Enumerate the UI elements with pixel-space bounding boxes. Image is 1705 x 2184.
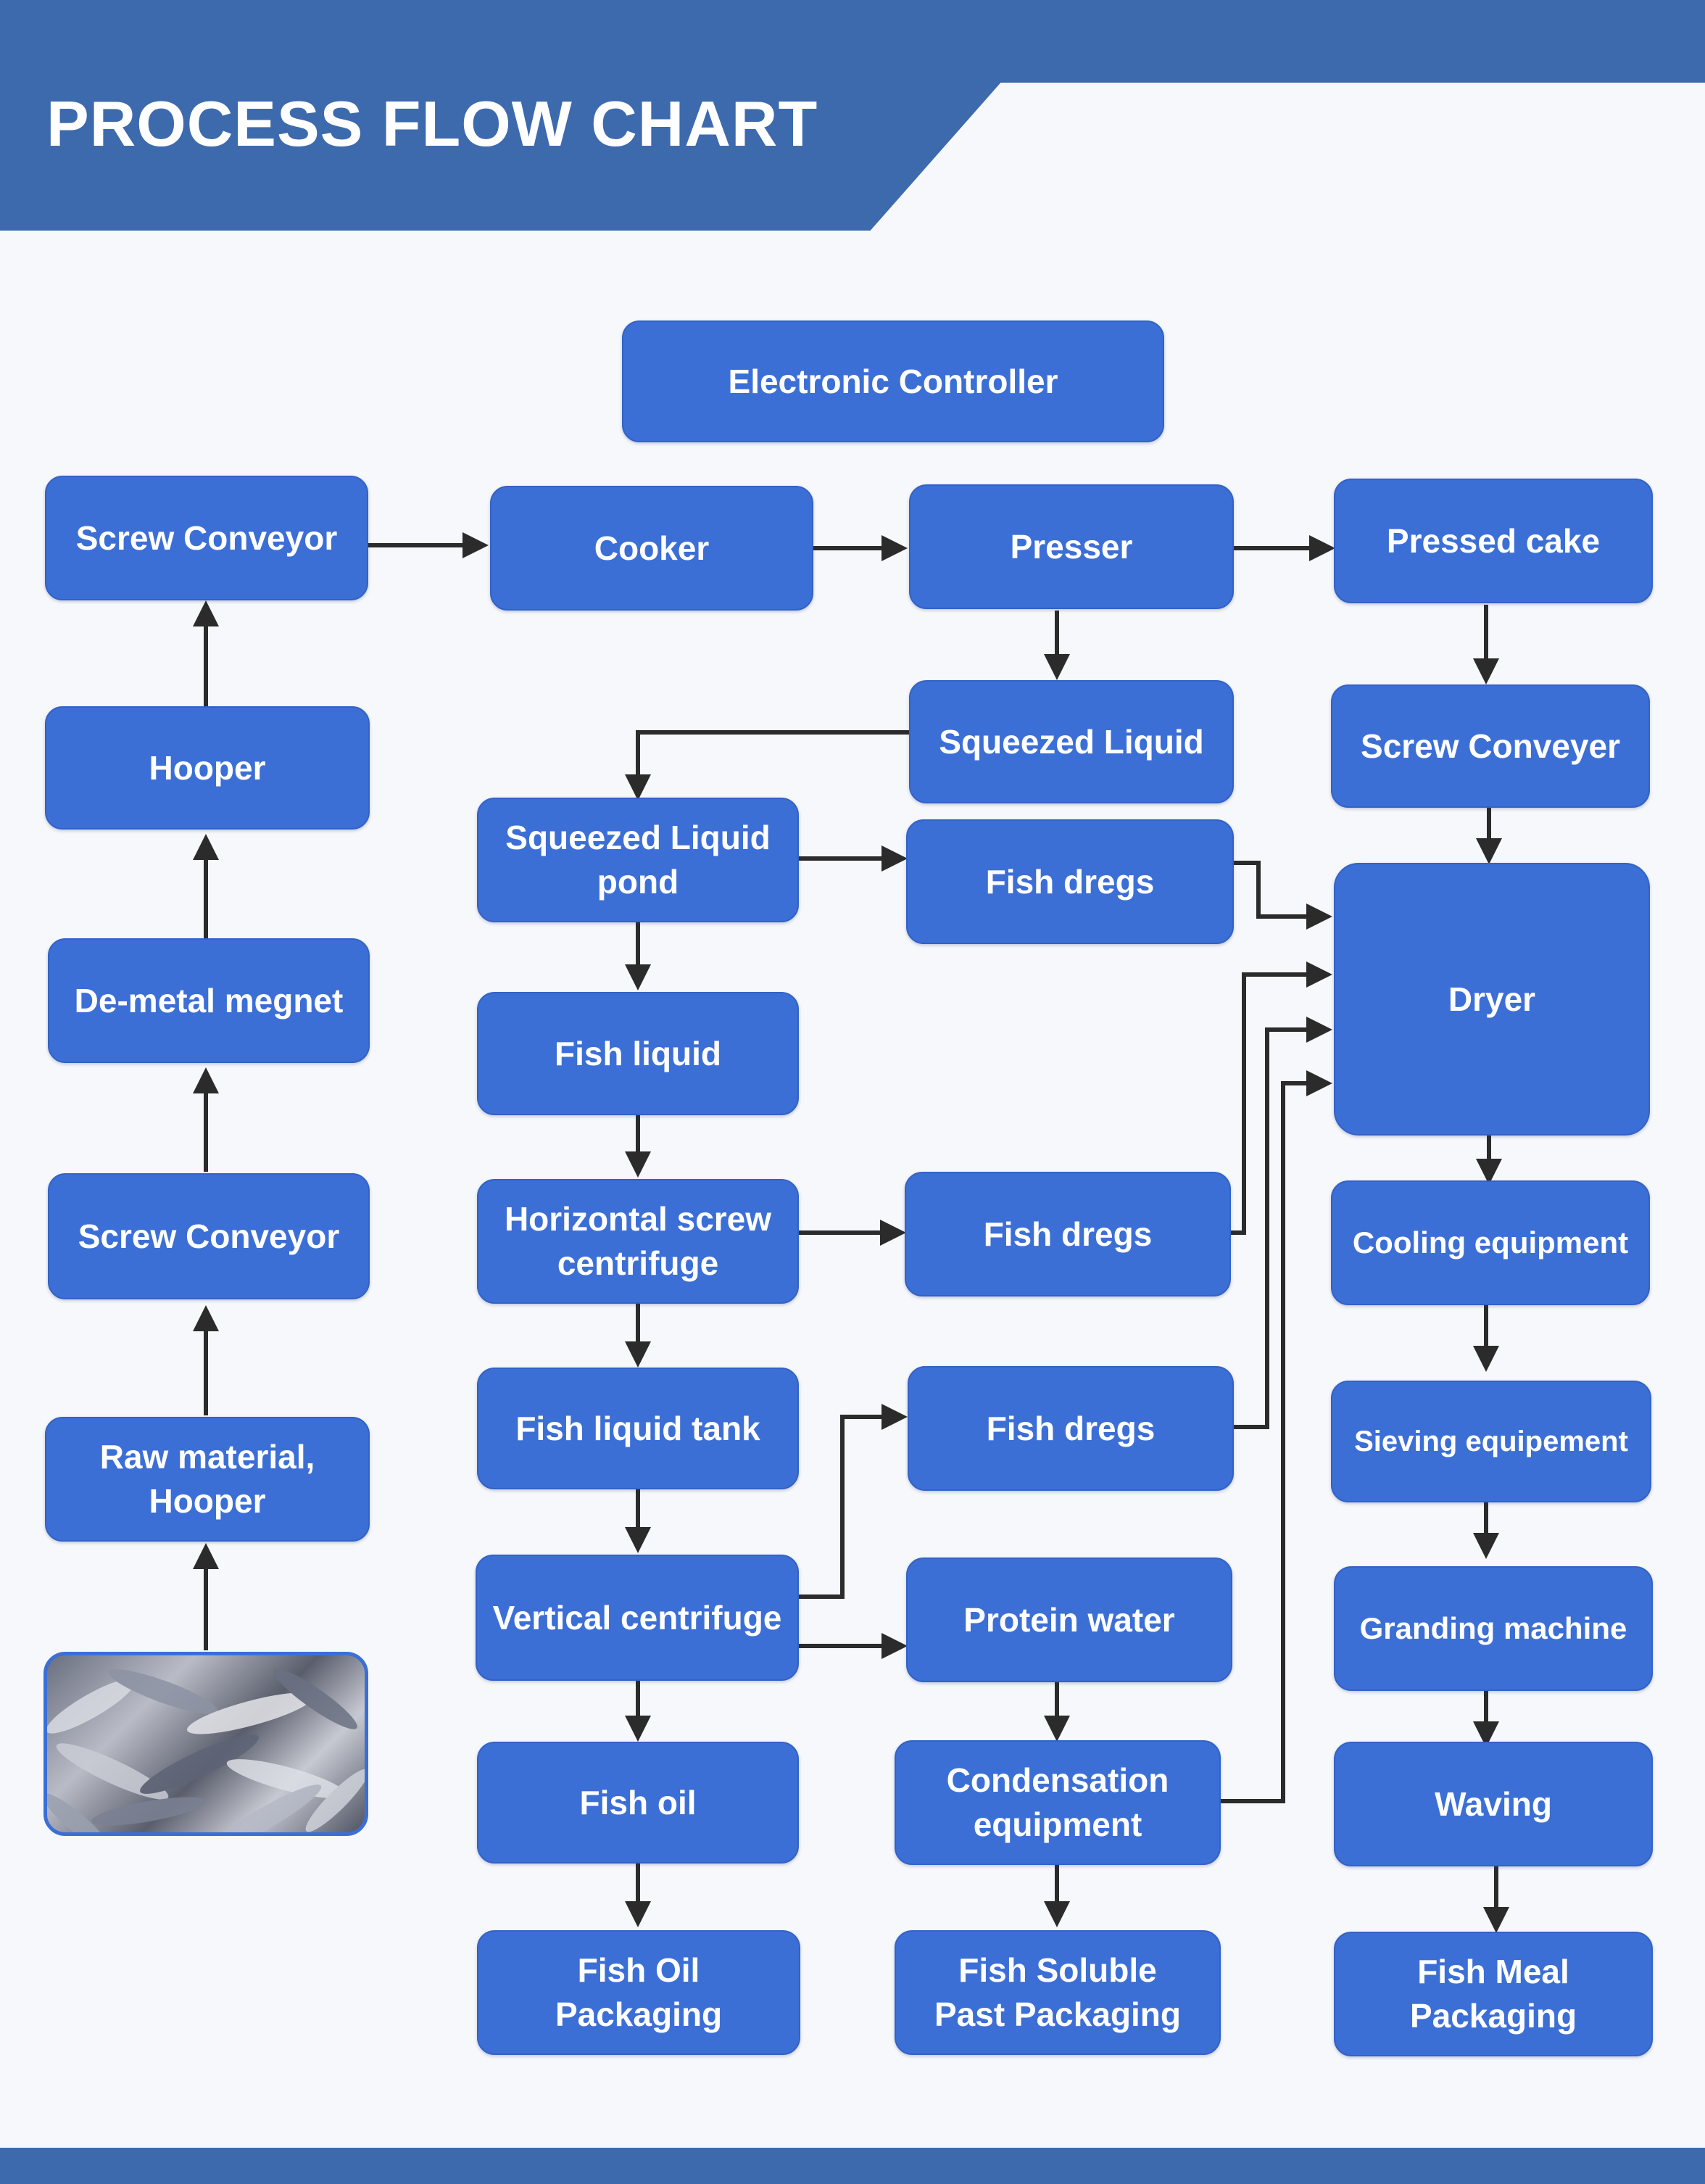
pressed-cake-node: Pressed cake	[1334, 479, 1653, 603]
dryer-node: Dryer	[1334, 863, 1650, 1136]
cooker-node: Cooker	[490, 486, 813, 611]
fish-dregs-node-1: Fish dregs	[906, 819, 1234, 944]
granding-machine-node: Granding machine	[1334, 1566, 1653, 1691]
fish-liquid-tank-node: Fish liquid tank	[477, 1368, 799, 1489]
fish-meal-packaging-node: Fish Meal Packaging	[1334, 1932, 1653, 2056]
hooper-node: Hooper	[45, 706, 370, 830]
cooling-equipment-node: Cooling equipment	[1331, 1180, 1650, 1305]
arrow-fish-dregs-3-to-dryer	[1234, 1017, 1332, 1429]
presser-node: Presser	[909, 484, 1234, 609]
horizontal-screw-centrifuge-node: Horizontal screw centrifuge	[477, 1179, 799, 1304]
fish-liquid-node: Fish liquid	[477, 992, 799, 1115]
raw-material-hooper-node: Raw material, Hooper	[45, 1417, 370, 1542]
de-metal-megnet-node: De-metal megnet	[48, 938, 370, 1063]
footer-bar	[0, 2148, 1705, 2184]
screw-conveyor-node-top: Screw Conveyor	[45, 476, 368, 600]
arrow-fish-dregs-2-to-dryer	[1231, 961, 1332, 1235]
page-title: PROCESS FLOW CHART	[46, 88, 818, 160]
waving-node: Waving	[1334, 1742, 1653, 1866]
condensation-equipment-node: Condensation equipment	[895, 1740, 1221, 1865]
screw-conveyer-node: Screw Conveyer	[1331, 684, 1650, 808]
fish-soluble-past-packaging-node: Fish Soluble Past Packaging	[895, 1930, 1221, 2055]
fish-dregs-node-3: Fish dregs	[908, 1366, 1234, 1491]
header-banner	[0, 0, 1000, 231]
squeezed-liquid-node: Squeezed Liquid	[909, 680, 1234, 803]
arrow-squeezed-liquid-to-pond	[625, 730, 909, 801]
sieving-equipement-node: Sieving equipement	[1331, 1381, 1651, 1502]
arrow-vertical-to-fish-dregs	[799, 1404, 908, 1599]
fish-dregs-node-2: Fish dregs	[905, 1172, 1231, 1296]
arrow-condensation-to-dryer	[1221, 1070, 1332, 1803]
fish-oil-node: Fish oil	[477, 1742, 799, 1864]
vertical-centrifuge-node: Vertical centrifuge	[476, 1555, 799, 1681]
electronic-controller-node: Electronic Controller	[622, 320, 1164, 442]
screw-conveyor-node-bottom: Screw Conveyor	[48, 1173, 370, 1299]
raw-fish-photo	[43, 1652, 368, 1836]
fish-oil-packaging-node: Fish Oil Packaging	[477, 1930, 800, 2055]
arrow-fish-dregs-1-to-dryer	[1234, 861, 1332, 930]
protein-water-node: Protein water	[906, 1558, 1232, 1682]
squeezed-liquid-pond-node: Squeezed Liquid pond	[477, 798, 799, 922]
